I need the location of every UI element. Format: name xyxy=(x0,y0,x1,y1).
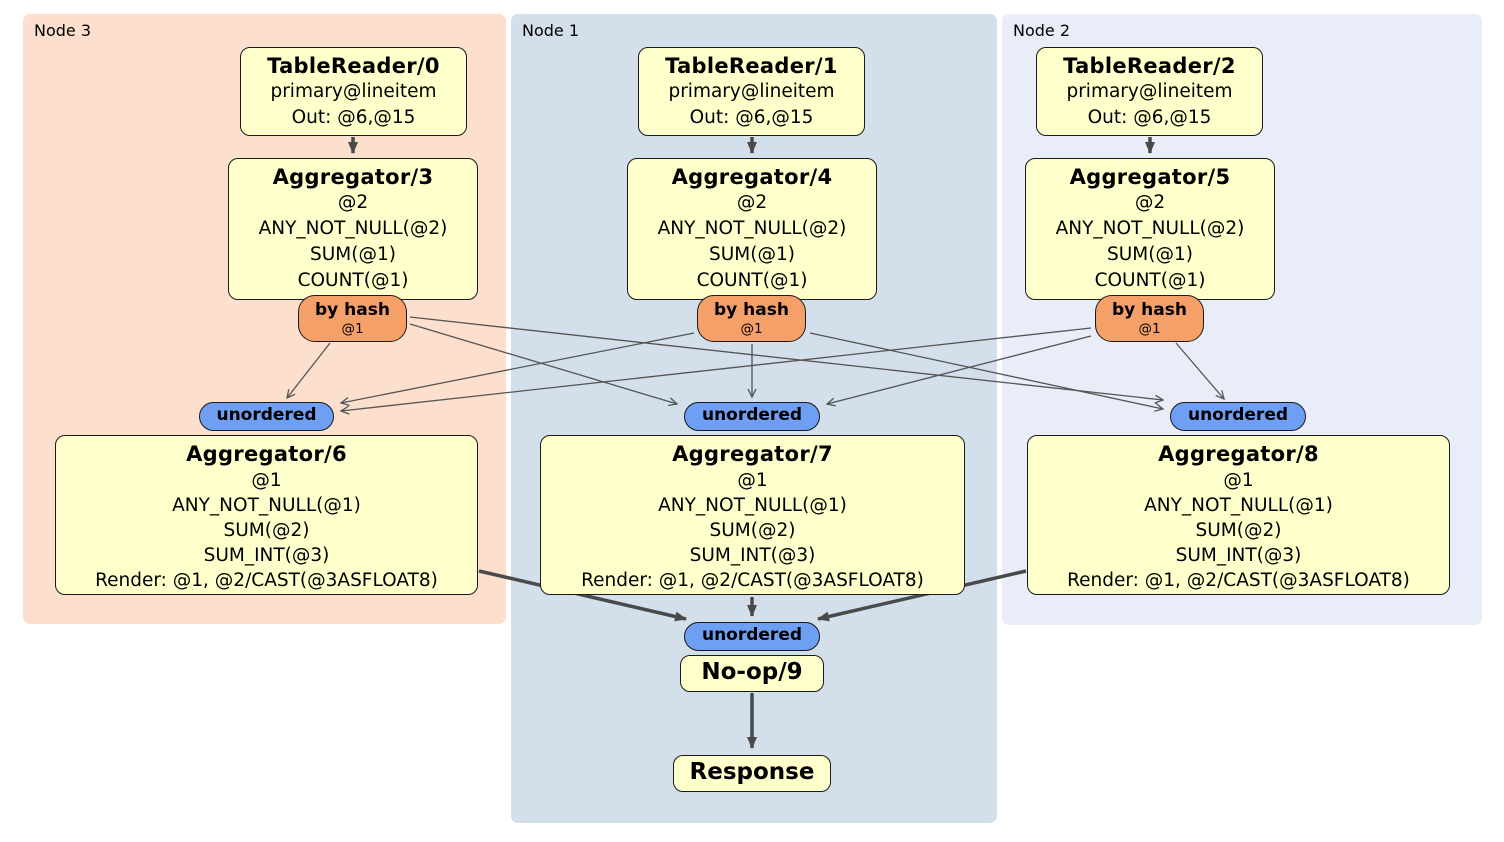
node-response: Response xyxy=(673,755,831,792)
router-detail: @1 xyxy=(1138,321,1161,337)
node-detail: SUM(@2) xyxy=(223,520,310,541)
node-tablereader-2: TableReader/2 primary@lineitem Out: @6,@… xyxy=(1036,47,1263,136)
node-title: Aggregator/3 xyxy=(272,165,434,189)
node-detail: ANY_NOT_NULL(@2) xyxy=(1055,218,1245,239)
stream-unordered-6: unordered xyxy=(199,402,334,431)
node-detail: SUM_INT(@3) xyxy=(689,545,816,566)
node-detail: COUNT(@1) xyxy=(1094,270,1206,291)
node-detail: ANY_NOT_NULL(@1) xyxy=(658,495,847,516)
node-detail: SUM(@1) xyxy=(709,244,795,265)
node-detail: SUM(@1) xyxy=(310,244,396,265)
node-detail: SUM(@2) xyxy=(709,520,796,541)
node-no-op-9: No-op/9 xyxy=(680,655,824,692)
node-aggregator-4: Aggregator/4 @2 ANY_NOT_NULL(@2) SUM(@1)… xyxy=(627,158,877,300)
node-aggregator-8: Aggregator/8 @1 ANY_NOT_NULL(@1) SUM(@2)… xyxy=(1027,435,1450,595)
node-title: Aggregator/8 xyxy=(1158,442,1319,466)
node-detail: @1 xyxy=(737,470,768,491)
node-detail: @2 xyxy=(337,192,369,213)
region-label-node1: Node 1 xyxy=(522,21,580,40)
node-title: Aggregator/4 xyxy=(671,165,833,189)
router-by-hash-3: by hash @1 xyxy=(298,295,407,342)
router-detail: @1 xyxy=(341,321,364,337)
node-title: TableReader/1 xyxy=(665,54,838,78)
node-detail: COUNT(@1) xyxy=(297,270,409,291)
node-aggregator-5: Aggregator/5 @2 ANY_NOT_NULL(@2) SUM(@1)… xyxy=(1025,158,1275,300)
router-by-hash-4: by hash @1 xyxy=(697,295,806,342)
node-detail: ANY_NOT_NULL(@2) xyxy=(258,218,448,239)
node-detail: Render: @1, @2/CAST(@3ASFLOAT8) xyxy=(95,570,438,591)
node-aggregator-3: Aggregator/3 @2 ANY_NOT_NULL(@2) SUM(@1)… xyxy=(228,158,478,300)
node-detail: Out: @6,@15 xyxy=(1087,107,1212,128)
node-detail: SUM(@2) xyxy=(1195,520,1282,541)
node-detail: @1 xyxy=(251,470,282,491)
node-detail: Out: @6,@15 xyxy=(291,107,416,128)
router-label: by hash xyxy=(714,300,789,320)
node-detail: SUM_INT(@3) xyxy=(203,545,330,566)
node-detail: ANY_NOT_NULL(@1) xyxy=(172,495,361,516)
node-detail: Out: @6,@15 xyxy=(689,107,814,128)
stream-unordered-final: unordered xyxy=(684,622,820,651)
node-detail: primary@lineitem xyxy=(270,81,437,102)
router-detail: @1 xyxy=(740,321,763,337)
node-detail: SUM(@1) xyxy=(1107,244,1193,265)
node-detail: ANY_NOT_NULL(@1) xyxy=(1144,495,1333,516)
node-detail: ANY_NOT_NULL(@2) xyxy=(657,218,847,239)
node-title: Aggregator/5 xyxy=(1069,165,1231,189)
node-tablereader-1: TableReader/1 primary@lineitem Out: @6,@… xyxy=(638,47,865,136)
node-detail: Render: @1, @2/CAST(@3ASFLOAT8) xyxy=(1067,570,1410,591)
router-by-hash-5: by hash @1 xyxy=(1095,295,1204,342)
node-tablereader-0: TableReader/0 primary@lineitem Out: @6,@… xyxy=(240,47,467,136)
router-label: by hash xyxy=(315,300,390,320)
node-detail: @1 xyxy=(1223,470,1254,491)
stream-unordered-7: unordered xyxy=(684,402,820,431)
node-detail: Render: @1, @2/CAST(@3ASFLOAT8) xyxy=(581,570,924,591)
node-detail: COUNT(@1) xyxy=(696,270,808,291)
node-title: TableReader/2 xyxy=(1063,54,1236,78)
node-detail: SUM_INT(@3) xyxy=(1175,545,1302,566)
region-label-node2: Node 2 xyxy=(1013,21,1071,40)
node-detail: primary@lineitem xyxy=(1066,81,1233,102)
node-detail: primary@lineitem xyxy=(668,81,835,102)
region-label-node3: Node 3 xyxy=(34,21,92,40)
node-title: Aggregator/6 xyxy=(186,442,347,466)
node-detail: @2 xyxy=(1134,192,1166,213)
node-aggregator-7: Aggregator/7 @1 ANY_NOT_NULL(@1) SUM(@2)… xyxy=(540,435,965,595)
router-label: by hash xyxy=(1112,300,1187,320)
node-detail: @2 xyxy=(736,192,768,213)
node-title: TableReader/0 xyxy=(267,54,440,78)
node-aggregator-6: Aggregator/6 @1 ANY_NOT_NULL(@1) SUM(@2)… xyxy=(55,435,478,595)
node-title: Aggregator/7 xyxy=(672,442,833,466)
stream-unordered-8: unordered xyxy=(1170,402,1306,431)
